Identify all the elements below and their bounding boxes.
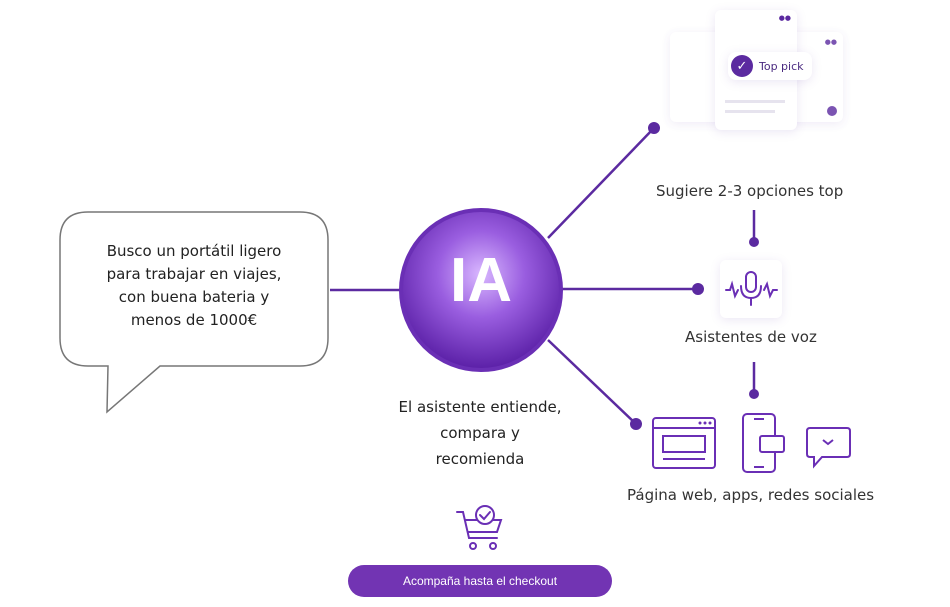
query-line: Busco un portátil ligero bbox=[106, 242, 282, 260]
chat-icon bbox=[806, 427, 851, 469]
phone-icon bbox=[742, 413, 785, 473]
top-pick-badge: Top pick bbox=[759, 59, 804, 73]
cart-check-icon bbox=[456, 505, 503, 550]
browser-icon bbox=[652, 417, 716, 469]
query-line: para trabajar en viajes, bbox=[106, 265, 282, 283]
caption-line: compara y bbox=[440, 424, 520, 442]
ia-label: IA bbox=[450, 246, 512, 315]
check-icon: ✓ bbox=[731, 55, 753, 77]
center-caption: El asistente entiende, compara y recomie… bbox=[390, 394, 570, 472]
channel-icons bbox=[652, 413, 851, 473]
top-pick-caption: Sugiere 2-3 opciones top bbox=[656, 182, 844, 200]
checkout-button[interactable]: Acompaña hasta el checkout bbox=[348, 565, 612, 597]
ia-circle bbox=[399, 208, 563, 372]
voice-caption: Asistentes de voz bbox=[685, 328, 817, 346]
caption-line: El asistente entiende, bbox=[398, 398, 562, 416]
speech-bubble bbox=[59, 211, 329, 414]
user-query: Busco un portátil ligero para trabajar e… bbox=[60, 240, 328, 332]
query-line: menos de 1000€ bbox=[130, 311, 258, 329]
caption-line: recomienda bbox=[435, 450, 525, 468]
query-line: con buena bateria y bbox=[118, 288, 270, 306]
channels-caption: Página web, apps, redes sociales bbox=[627, 486, 875, 504]
top-pick-illustration: ●● ●● ✓ Top pick bbox=[668, 10, 848, 130]
microphone-icon bbox=[720, 260, 782, 318]
